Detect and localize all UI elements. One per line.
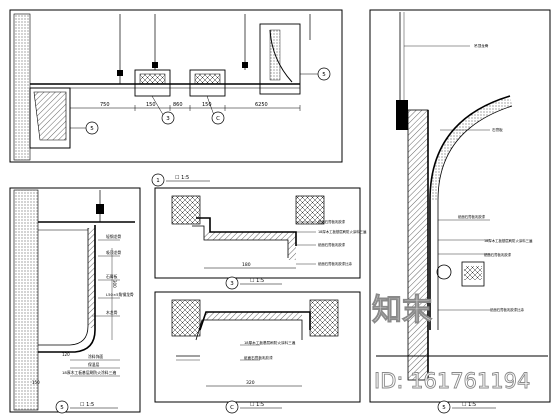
detail-scale: ☐ 1:5	[462, 402, 476, 408]
detail-scale: ☐ 1:5	[175, 175, 189, 181]
panel-frame	[154, 187, 361, 279]
dim-label: 150	[202, 102, 212, 108]
note-text: 吸顶龙骨	[106, 250, 121, 255]
marker-label: 3	[166, 116, 170, 122]
detail-scale: ☐ 1:5	[250, 402, 264, 408]
note-text: L50×5角钢龙骨	[106, 292, 134, 297]
detail-title-marker	[225, 400, 239, 414]
detail-number: C	[230, 405, 234, 411]
watermark-brand: 知末	[372, 293, 432, 328]
panel-frame	[369, 9, 551, 403]
dim-label: 750	[100, 102, 110, 108]
section-marker	[85, 121, 99, 135]
dim-label: 320	[246, 380, 255, 386]
note-text: 纸面石膏板乳胶漆	[244, 355, 273, 360]
detail-number: 5	[442, 405, 446, 411]
dim-label: 150	[32, 380, 40, 385]
detail-title-marker	[151, 173, 165, 187]
note-text: 轻钢龙骨	[106, 234, 121, 239]
note-text: 保温层	[88, 362, 100, 367]
detail-number: 3	[230, 281, 234, 287]
wall-section	[13, 13, 31, 161]
channel-3	[134, 69, 171, 97]
note-text: 涂料饰面	[88, 354, 103, 359]
panel-top-left: 750 150 860 150 6250 5 3 C 5 1 ☐ 1:5	[9, 9, 343, 187]
panel-left: 轻钢龙骨 吸顶龙骨 石膏板 L50×5角钢龙骨 木龙骨 涂料饰面 保温层 18厚…	[9, 187, 141, 414]
section-marker	[161, 111, 175, 125]
panel-frame	[154, 291, 361, 403]
note-text: 18厚木工板基层刷防火涂料三遍	[244, 340, 296, 345]
dim-label: 860	[173, 102, 183, 108]
watermark-id: ID: 161761194	[374, 369, 530, 393]
panel-middle-bottom: 320 18厚木工板基层刷防火涂料三遍 纸面石膏板乳胶漆 C ☐ 1:5	[154, 291, 361, 414]
note-text: 石膏板	[492, 127, 503, 132]
note-text: 纸面石膏板乳胶漆比涂	[490, 307, 525, 312]
detail-title-marker	[225, 276, 239, 290]
wall-section	[13, 189, 39, 411]
detail-scale: ☐ 1:5	[250, 278, 264, 284]
note-text: 纸面石膏板乳胶漆	[318, 242, 346, 247]
note-text: 18厚木工板基层刷防火涂料三遍	[484, 238, 533, 243]
note-text: 18厚木工板基层刷防火涂料三遍	[318, 229, 367, 234]
marker-label: 5	[322, 72, 326, 78]
section-marker	[317, 67, 331, 81]
dim-label: 6250	[255, 102, 268, 108]
note-text: 纸面石膏板乳胶漆	[484, 252, 512, 257]
detail-number: 1	[156, 178, 160, 184]
detail-number: 5	[60, 405, 64, 411]
note-text: 纸面石膏板乳胶漆	[458, 214, 486, 219]
dim-label: 300	[112, 280, 117, 288]
detail-scale: ☐ 1:5	[80, 402, 94, 408]
dim-label: 150	[146, 102, 156, 108]
section-marker	[211, 111, 225, 125]
panel-right: 吊顶龙骨 石膏板 纸面石膏板乳胶漆 18厚木工板基层刷防火涂料三遍 纸面石膏板乳…	[369, 9, 551, 414]
note-text: 纸面石膏板乳胶漆比涂	[318, 261, 353, 266]
note-text: 18厚木工板基层刷防火涂料三遍	[62, 370, 116, 375]
dim-label: 180	[242, 262, 251, 268]
detail-title-marker	[55, 400, 69, 414]
note-text: 吊顶龙骨	[474, 43, 489, 48]
panel-frame	[9, 9, 343, 163]
marker-label: 5	[90, 126, 94, 132]
note-text: 木龙骨	[106, 310, 118, 315]
dim-label: 120	[62, 352, 70, 357]
panel-frame	[9, 187, 141, 413]
note-text: 纸面石膏板乳胶漆	[318, 219, 346, 224]
channel-c	[189, 69, 226, 97]
note-text: 石膏板	[106, 274, 118, 279]
marker-label: C	[216, 116, 220, 122]
watermark: 知末 ID: 161761194	[372, 293, 531, 394]
detail-title-marker	[437, 400, 451, 414]
panel-middle-top: 180 纸面石膏板乳胶漆 18厚木工板基层刷防火涂料三遍 纸面石膏板乳胶漆 纸面…	[154, 187, 367, 290]
